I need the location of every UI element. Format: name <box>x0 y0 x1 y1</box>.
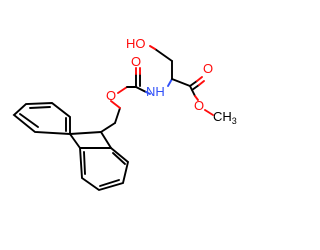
aromatic-inner-bond <box>83 151 86 175</box>
bond <box>145 91 151 95</box>
double-bond <box>191 84 200 91</box>
bond <box>149 45 156 50</box>
bond <box>69 131 102 135</box>
aromatic-inner-bond <box>19 113 39 128</box>
amine-label: NH <box>146 84 165 99</box>
aromatic-inner-bond <box>29 106 51 109</box>
bond <box>117 86 128 94</box>
bond <box>114 107 121 124</box>
bond <box>194 95 199 101</box>
bond <box>110 100 121 109</box>
bond <box>189 85 196 97</box>
aromatic-inner-bond <box>99 179 120 187</box>
bond <box>69 133 81 149</box>
bond <box>135 86 147 93</box>
left-benzene-ring <box>12 102 71 136</box>
bond <box>167 78 173 87</box>
ester-carbonyl-oxygen-label: O <box>203 61 213 76</box>
methyl-symbol: CH <box>213 109 232 124</box>
bond <box>100 131 112 149</box>
aromatic-inner-bond <box>112 152 126 165</box>
bond <box>154 48 173 62</box>
carbamate-ether-oxygen-label: O <box>106 88 116 103</box>
carbamate-carbonyl-oxygen-label: O <box>131 54 141 69</box>
hydroxyl-label: HO <box>126 36 146 51</box>
methyl-label: CH3 <box>213 109 237 126</box>
bond <box>204 109 214 116</box>
methyl-subscript: 3 <box>232 116 237 126</box>
bond <box>171 78 191 87</box>
right-benzene-ring <box>78 147 130 192</box>
bond <box>52 103 70 134</box>
double-bond <box>198 80 205 86</box>
structure-diagram: HO NH O O O O CH3 <box>12 36 237 192</box>
bond <box>100 122 116 133</box>
ester-oxygen-label: O <box>194 98 204 113</box>
bond <box>189 80 198 87</box>
bond <box>196 76 203 82</box>
